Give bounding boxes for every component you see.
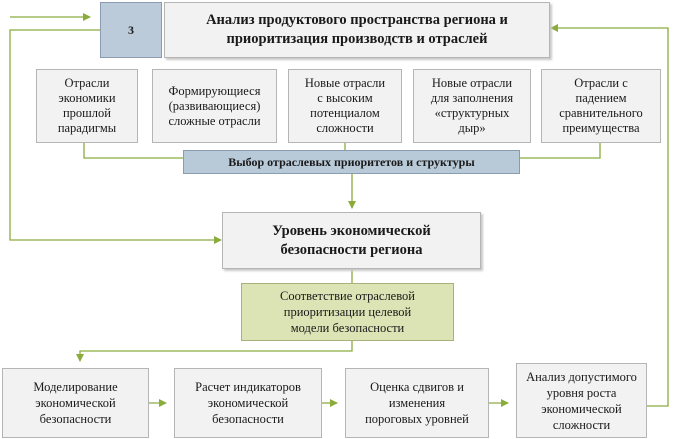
process-label: Расчет индикаторов экономической безопас… xyxy=(195,380,301,426)
process-label: Оценка сдвигов и изменения пороговых уро… xyxy=(365,380,469,426)
industry-label: Новые отрасли для заполнения «структурны… xyxy=(430,76,514,135)
industry-label: Формирующиеся (развивающиеся) сложные от… xyxy=(168,83,261,128)
industry-box-1: Отрасли экономики прошлой парадигмы xyxy=(36,69,138,143)
industry-1-link xyxy=(83,143,183,159)
process-label: Моделирование экономической безопасности xyxy=(33,380,118,426)
industry-box-3: Новые отрасли с высоким потенциалом слож… xyxy=(288,69,402,143)
security-level-label: Уровень экономической безопасности регио… xyxy=(272,222,431,258)
industry-label: Отрасли экономики прошлой парадигмы xyxy=(57,76,117,135)
step-number-badge: 3 xyxy=(100,2,162,58)
step-number: 3 xyxy=(128,22,134,37)
process-box-indicators: Расчет индикаторов экономической безопас… xyxy=(174,368,322,438)
priority-selection-bar: Выбор отраслевых приоритетов и структуры xyxy=(183,150,520,174)
correspondence-box: Соответствие отраслевой приоритизации це… xyxy=(241,283,454,341)
process-box-modeling: Моделирование экономической безопасности xyxy=(2,368,149,438)
left-feedback-line xyxy=(9,29,222,244)
process-box-shifts: Оценка сдвигов и изменения пороговых уро… xyxy=(345,368,489,438)
correspondence-label: Соответствие отраслевой приоритизации це… xyxy=(280,289,415,335)
industry-box-4: Новые отрасли для заполнения «структурны… xyxy=(413,69,531,143)
process-label: Анализ допустимого уровня роста экономич… xyxy=(526,369,637,432)
product-space-analysis-label: Анализ продуктового пространства региона… xyxy=(206,12,508,47)
industry-label: Отрасли с падением сравнительного преиму… xyxy=(559,76,643,135)
industry-box-2: Формирующиеся (развивающиеся) сложные от… xyxy=(152,69,277,143)
correspondence-to-process-arrow xyxy=(76,341,353,362)
priority-selection-label: Выбор отраслевых приоритетов и структуры xyxy=(228,154,475,169)
security-level-box: Уровень экономической безопасности регио… xyxy=(222,212,481,269)
right-feedback-line xyxy=(550,24,669,407)
industry-label: Новые отрасли с высоким потенциалом слож… xyxy=(304,76,386,135)
process-box-complexity: Анализ допустимого уровня роста экономич… xyxy=(516,363,647,438)
industry-box-5: Отрасли с падением сравнительного преиму… xyxy=(541,69,661,143)
product-space-analysis-box: Анализ продуктового пространства региона… xyxy=(164,2,550,58)
industry-5-link xyxy=(520,143,601,159)
